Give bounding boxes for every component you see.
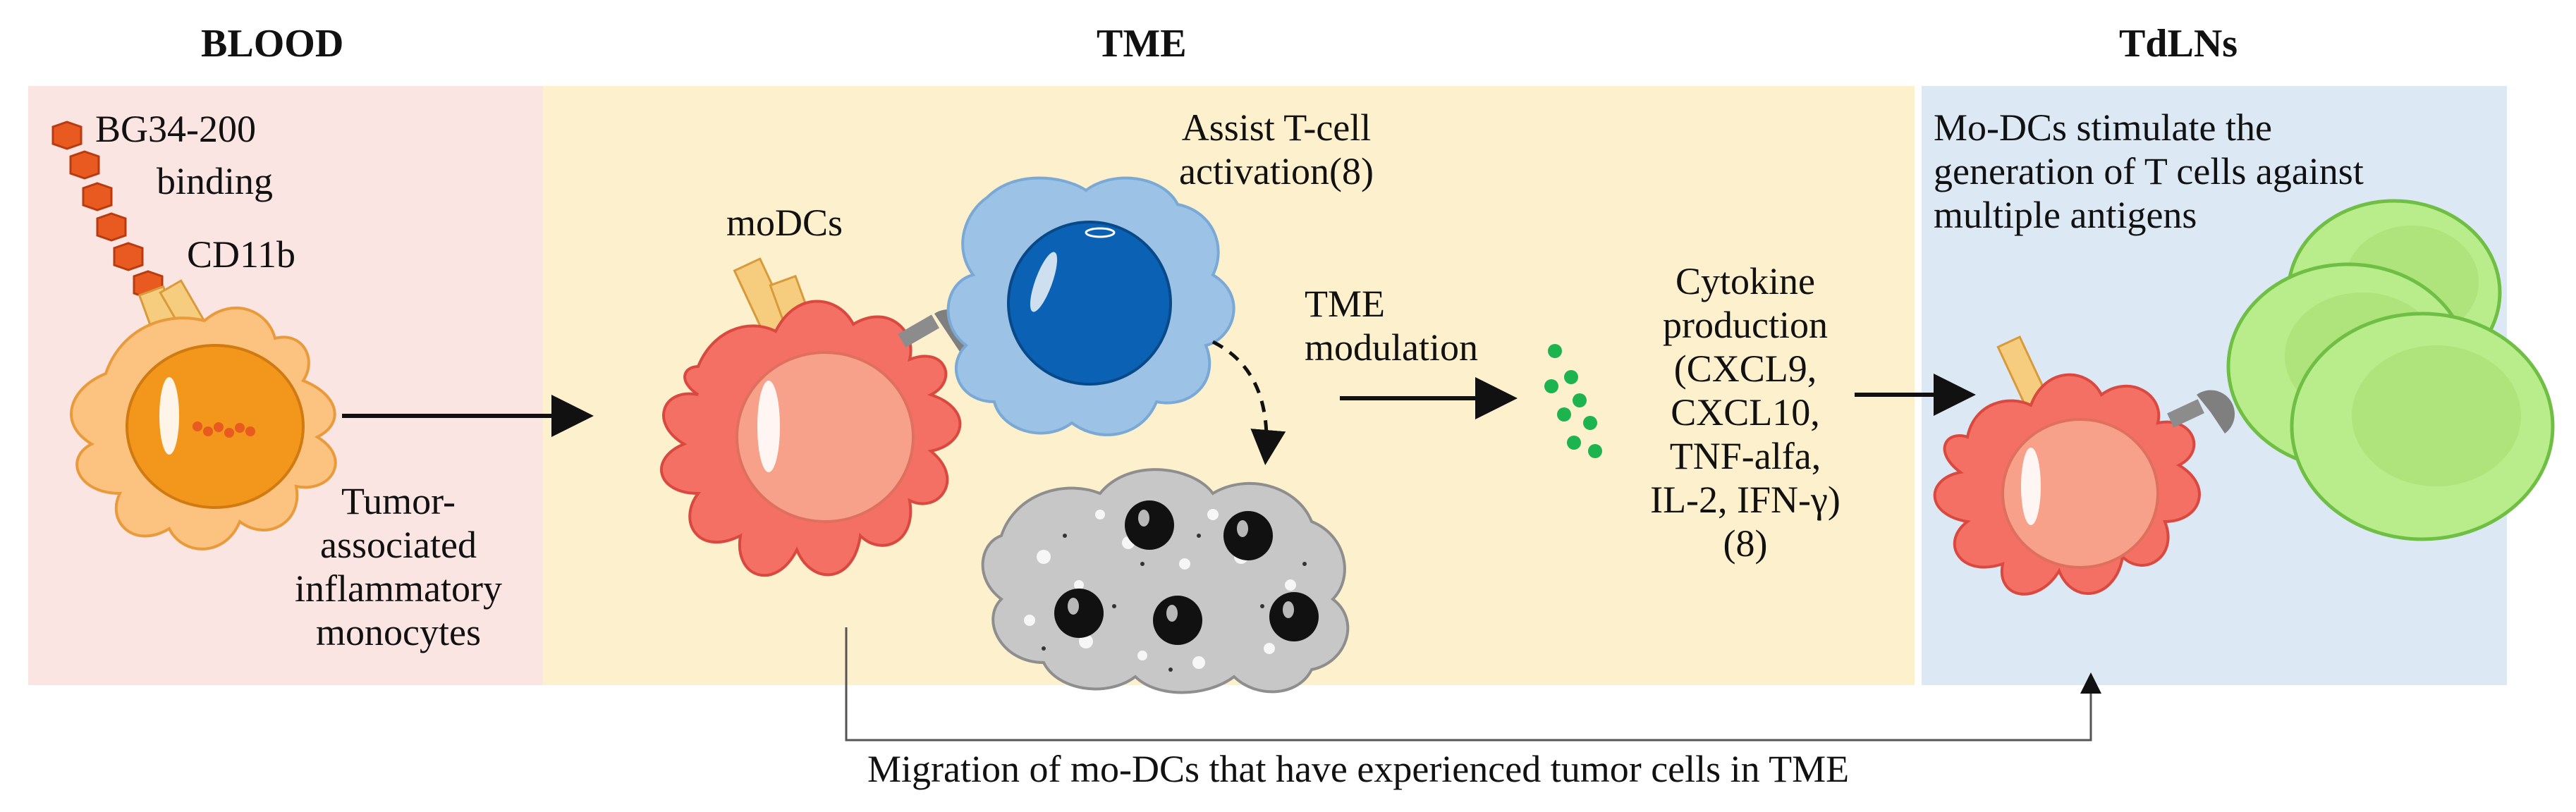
header-tdlns: TdLNs [2119, 22, 2238, 66]
tumor-nucleus [1125, 500, 1174, 550]
label-monocytes-line4: monocytes [316, 611, 481, 653]
ligand-hexagon [69, 150, 100, 180]
tumor-nucleus [1223, 511, 1273, 560]
tumor-cells [981, 468, 1350, 694]
ligand-hexagon [113, 242, 144, 271]
activated-t-cell [946, 176, 1235, 436]
dashed-arrow-to-tumor [1211, 340, 1286, 465]
ligand-hexagon [96, 212, 127, 242]
label-modcs: moDCs [726, 202, 843, 244]
cytokine-line: Cytokine [1675, 260, 1815, 302]
label-stimulate-line2: generation of T cells against [1934, 150, 2364, 192]
tumor-nucleus [1153, 596, 1202, 645]
label-monocytes: Tumor- associated inflammatory monocytes [268, 479, 529, 654]
cytokine-dots [1544, 344, 1602, 458]
cytokine-line: (8) [1723, 522, 1768, 565]
cytokine-line: IL-2, IFN-γ) [1650, 479, 1841, 521]
cytokine-line: TNF-alfa, [1669, 435, 1821, 477]
label-monocytes-line1: Tumor- [341, 480, 456, 522]
label-tme-modulation: TME modulation [1305, 282, 1478, 369]
label-tdlns-stimulate: Mo-DCs stimulate the generation of T cel… [1934, 106, 2364, 237]
green-t-cells [2226, 199, 2555, 541]
monocyte-cell [70, 279, 337, 550]
label-cytokine-production: Cytokine production (CXCL9, CXCL10, TNF-… [1615, 259, 1876, 565]
tumor-nucleus [1054, 589, 1104, 638]
label-migration: Migration of mo-DCs that have experience… [867, 748, 1850, 790]
tdln-modc-highlight [2021, 448, 2041, 525]
t-cell-highlight [1030, 252, 1058, 312]
bound-ligand-beads [193, 422, 255, 438]
label-assist-t-cell: Assist T-cell activation(8) [1135, 106, 1417, 193]
label-assist-line1: Assist T-cell [1181, 106, 1372, 149]
label-bg34-line2: binding [157, 160, 274, 202]
label-modulation-line2: modulation [1305, 326, 1478, 369]
cytokine-line: (CXCL9, [1673, 347, 1817, 390]
label-monocytes-line2: associated [320, 524, 477, 566]
modc-nucleus [735, 351, 915, 523]
label-stimulate-line3: multiple antigens [1934, 194, 2197, 236]
modc-cell [660, 257, 962, 577]
header-tme: TME [1097, 22, 1187, 66]
ligand-hexagon [51, 121, 83, 150]
migration-bracket-arrow [845, 627, 2101, 742]
ligand-hexagon [82, 182, 113, 211]
label-monocytes-line3: inflammatory [295, 567, 502, 610]
tumor-nucleus [1269, 592, 1319, 641]
cytokine-line: production [1663, 304, 1828, 346]
label-bg34-line1: BG34-200 [95, 108, 256, 150]
tdln-modc-cell [1933, 335, 2235, 596]
label-modulation-line1: TME [1305, 283, 1385, 325]
label-assist-line2: activation(8) [1179, 150, 1374, 192]
label-stimulate-line1: Mo-DCs stimulate the [1934, 106, 2272, 149]
label-cd11b: CD11b [187, 233, 296, 276]
tdln-modc-nucleus [2001, 418, 2159, 569]
cytokine-line: CXCL10, [1671, 391, 1820, 433]
header-blood: BLOOD [201, 22, 344, 66]
modc-nucleus-highlight [757, 381, 780, 472]
monocyte-nucleus-highlight [159, 377, 179, 455]
